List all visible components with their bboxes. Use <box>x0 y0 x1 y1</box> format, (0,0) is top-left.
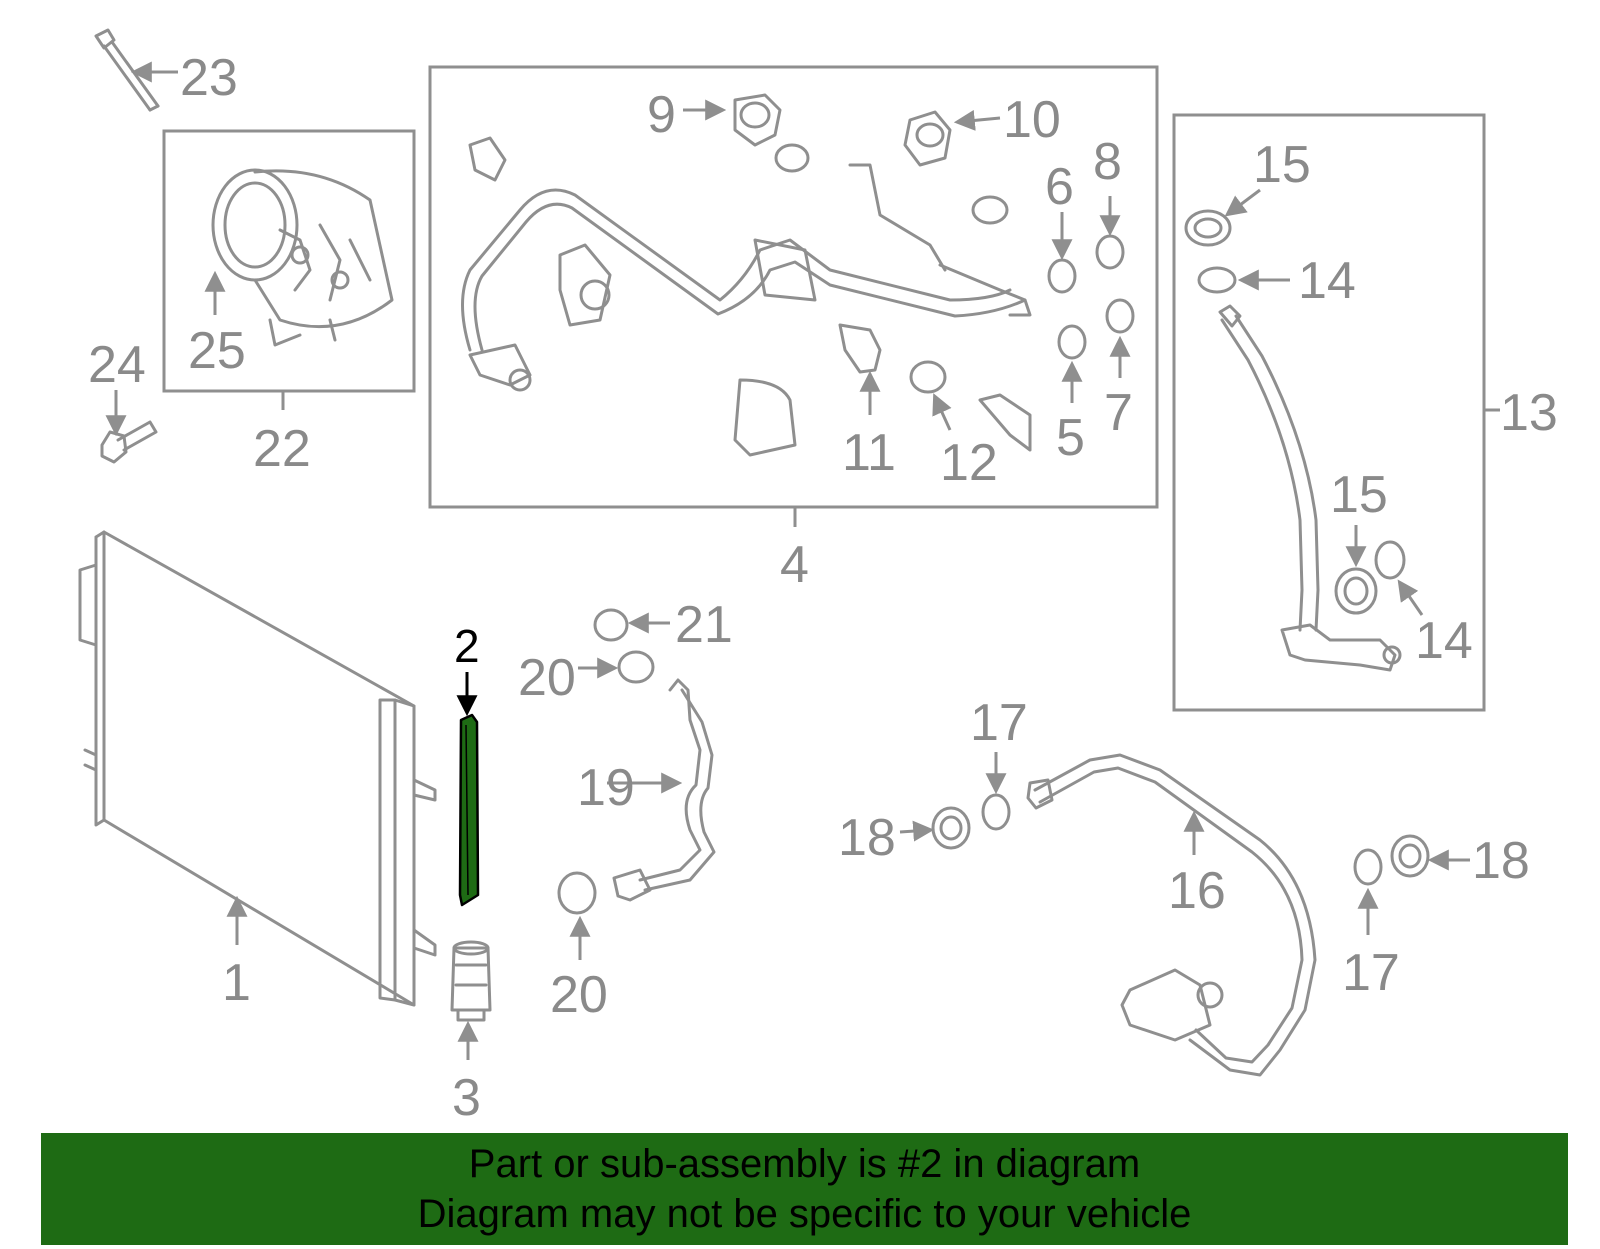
banner-line-2: Diagram may not be specific to your vehi… <box>417 1192 1192 1236</box>
o-ring-20 <box>617 650 655 684</box>
seal-15 <box>1184 209 1232 247</box>
o-ring-17 <box>1353 848 1383 886</box>
callout-6: 6 <box>1045 158 1074 216</box>
ac-compressor-25 <box>211 168 394 347</box>
ac-line-19 <box>612 678 716 902</box>
seal-18 <box>931 806 971 850</box>
o-ring-6 <box>1047 258 1077 294</box>
bolt-24 <box>100 420 158 464</box>
callout-14: 14 <box>1298 252 1356 310</box>
o-ring-21 <box>593 608 629 642</box>
callout-4: 4 <box>780 536 809 594</box>
callout-20: 20 <box>518 649 576 707</box>
o-ring-17 <box>981 793 1011 831</box>
callout-2: 2 <box>454 620 480 672</box>
compressor-box-22 <box>162 129 416 393</box>
seal-15 <box>1193 217 1223 239</box>
o-ring <box>971 195 1009 225</box>
callout-8: 8 <box>1093 133 1122 191</box>
callout-9: 9 <box>647 86 676 144</box>
hose-16 <box>1026 753 1317 1077</box>
callout-22: 22 <box>253 420 311 478</box>
condenser-1 <box>78 530 437 1007</box>
seal-15 <box>1343 576 1369 606</box>
o-ring-14 <box>1197 266 1237 294</box>
callout-23: 23 <box>180 49 238 107</box>
fitting-10 <box>903 110 952 167</box>
callout-13: 13 <box>1500 384 1558 442</box>
plug-3 <box>450 940 492 1022</box>
callout-1: 1 <box>222 954 251 1012</box>
callout-3: 3 <box>452 1069 481 1127</box>
o-ring-8 <box>1095 234 1125 270</box>
hose-assembly-box-13 <box>1172 113 1486 712</box>
callout-24: 24 <box>88 336 146 394</box>
o-ring-12 <box>909 360 947 394</box>
bolt-23 <box>94 28 160 112</box>
o-ring-14 <box>1374 540 1406 580</box>
o-ring-5 <box>1057 324 1087 360</box>
ac-line-assembly-4 <box>461 136 1032 457</box>
callout-18: 18 <box>1472 832 1530 890</box>
callout-20: 20 <box>550 966 608 1024</box>
seal-18 <box>1398 843 1422 869</box>
callout-15: 15 <box>1330 466 1388 524</box>
callout-16: 16 <box>1168 862 1226 920</box>
seal-15 <box>1334 567 1378 615</box>
callout-17: 17 <box>1342 944 1400 1002</box>
callout-19: 19 <box>577 759 635 817</box>
callout-21: 21 <box>675 596 733 654</box>
drier-element-2 <box>458 713 480 907</box>
banner-line-1: Part or sub-assembly is #2 in diagram <box>468 1142 1141 1186</box>
callout-17: 17 <box>970 694 1028 752</box>
callout-10: 10 <box>1003 91 1061 149</box>
callout-7: 7 <box>1104 384 1133 442</box>
hose-13 <box>1218 304 1402 672</box>
callout-15: 15 <box>1253 136 1311 194</box>
callout-5: 5 <box>1056 409 1085 467</box>
o-ring <box>774 143 810 173</box>
callout-18: 18 <box>838 809 896 867</box>
info-banner: Part or sub-assembly is #2 in diagram Di… <box>41 1133 1568 1245</box>
callout-25: 25 <box>188 322 246 380</box>
callout-14: 14 <box>1415 612 1473 670</box>
seal-18 <box>1390 834 1430 878</box>
callout-12: 12 <box>940 434 998 492</box>
callout-11: 11 <box>842 424 896 482</box>
o-ring-7 <box>1105 298 1135 334</box>
seal-18 <box>939 815 963 841</box>
fitting-9 <box>733 93 782 147</box>
o-ring-20 <box>557 871 597 915</box>
